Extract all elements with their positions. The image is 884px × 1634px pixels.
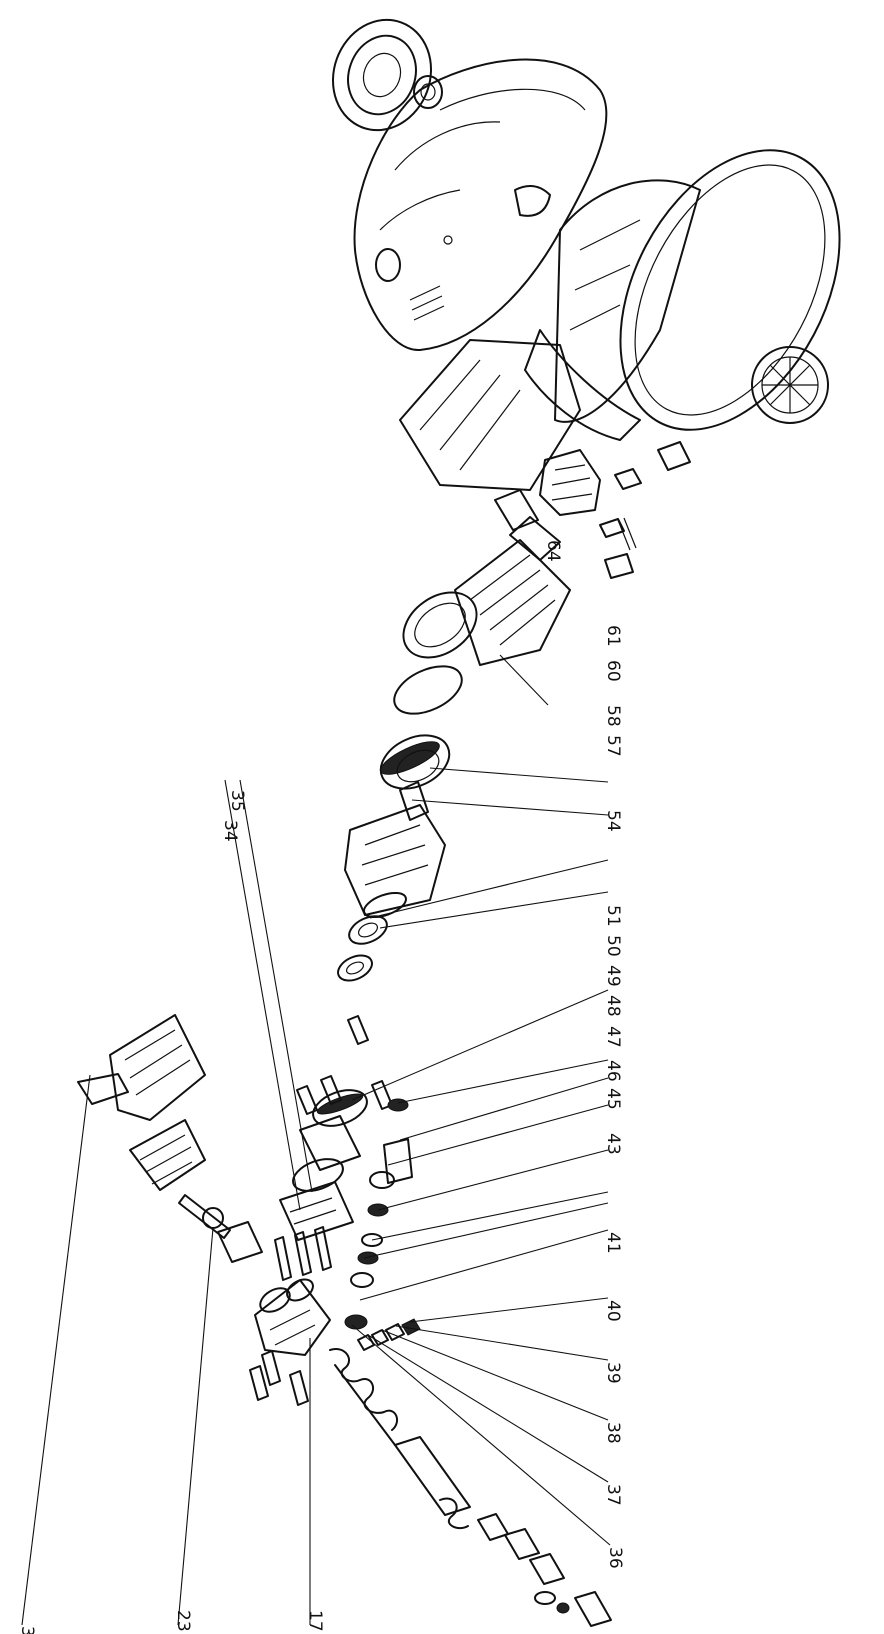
label-64: 64: [543, 540, 563, 562]
label-43: 43: [603, 1133, 623, 1155]
label-58: 58: [603, 705, 623, 727]
crankcase: [344, 804, 446, 919]
swash-plate-54: [312, 1089, 368, 1127]
label-61: 61: [603, 625, 623, 647]
label-35: 35: [227, 790, 247, 812]
label-40: 40: [603, 1300, 623, 1322]
leader-lines: [21, 654, 611, 1626]
housing-upper-cover: [331, 18, 608, 352]
part-labels: 31 23 17 36 37 38 39 40 41 43 45 46 47 4…: [17, 540, 625, 1634]
label-37: 37: [603, 1484, 623, 1506]
gear-61: [379, 734, 451, 790]
label-54: 54: [603, 810, 623, 832]
label-60: 60: [603, 660, 623, 682]
label-47: 47: [603, 1026, 623, 1048]
switch-parts: [599, 517, 637, 579]
label-50: 50: [603, 935, 623, 957]
piston-assembly: [274, 1115, 361, 1281]
spring-and-nozzle-stack: [329, 1348, 612, 1627]
label-23: 23: [173, 1610, 193, 1632]
motor-housing: [399, 339, 601, 531]
unloader-31: [77, 1014, 231, 1239]
label-41: 41: [603, 1232, 623, 1254]
manifold-head: [202, 1207, 331, 1356]
label-34: 34: [220, 820, 240, 842]
o-ring: [393, 665, 463, 715]
label-57: 57: [603, 735, 623, 757]
label-36: 36: [605, 1547, 625, 1569]
motor-64: [402, 516, 571, 666]
label-48: 48: [603, 995, 623, 1017]
label-31: 31: [17, 1626, 37, 1634]
label-49: 49: [603, 965, 623, 987]
bolts: [249, 1015, 393, 1406]
label-39: 39: [603, 1362, 623, 1384]
label-17: 17: [305, 1610, 325, 1632]
label-46: 46: [603, 1060, 623, 1082]
label-38: 38: [603, 1422, 623, 1444]
housing-frame: [524, 149, 841, 490]
label-45: 45: [603, 1088, 623, 1110]
label-51: 51: [603, 905, 623, 927]
seal-parts: [344, 1098, 421, 1351]
bearings: [337, 915, 388, 982]
